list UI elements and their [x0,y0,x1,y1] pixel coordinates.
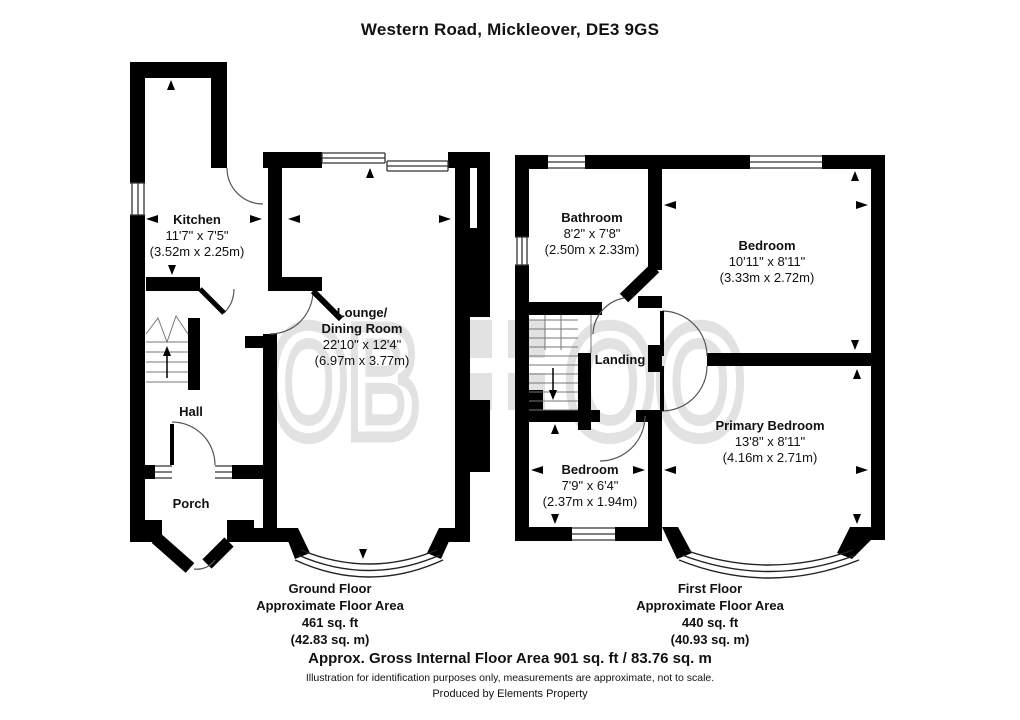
floor-name: First Floor [677,581,743,596]
first-floor-caption: First Floor Approximate Floor Area 440 s… [636,580,784,648]
floor-area-label: Approximate Floor Area [256,598,404,613]
door-leaves [170,287,664,465]
room-name: Primary Bedroom [715,418,825,433]
door-arcs [171,167,708,570]
room-name: Bathroom [561,210,623,225]
watermark-cross-v [492,320,508,410]
room-name: Hall [179,404,203,419]
room-dim-imperial: 8'2" x 7'8" [563,226,621,241]
bay-windows [294,549,860,579]
room-label-porch: Porch [173,496,210,512]
windows [130,152,822,541]
room-label-hall: Hall [179,404,203,420]
room-dim-metric: (3.52m x 2.25m) [149,244,245,259]
room-dim-metric: (4.16m x 2.71m) [722,450,818,465]
room-dim-metric: (3.33m x 2.72m) [719,270,815,285]
room-label-landing: Landing [595,352,646,368]
floor-area-label: Approximate Floor Area [636,598,784,613]
floor-area-m: (42.83 sq. m) [290,632,370,647]
disclaimer-text: Illustration for identification purposes… [305,672,715,684]
gross-area-text: Approx. Gross Internal Floor Area 901 sq… [308,650,712,667]
floor-area-m: (40.93 sq. m) [670,632,750,647]
room-label-kitchen: Kitchen 11'7" x 7'5" (3.52m x 2.25m) [150,212,245,260]
room-name: Porch [172,496,210,511]
stair-direction-arrows [163,346,557,400]
room-dim-imperial: 11'7" x 7'5" [165,228,229,243]
ground-floor-caption: Ground Floor Approximate Floor Area 461 … [256,580,404,648]
dimension-arrows [146,80,868,559]
watermark-left-letters: OB [270,292,420,471]
room-dim-metric: (6.97m x 3.77m) [314,353,410,368]
room-label-bathroom: Bathroom 8'2" x 7'8" (2.50m x 2.33m) [545,210,640,258]
room-label-bedroom-small: Bedroom 7'9" x 6'4" (2.37m x 1.94m) [543,462,638,510]
page-title: Western Road, Mickleover, DE3 9GS [360,20,660,39]
floor-name: Ground Floor [288,581,372,596]
room-label-bedroom-rear: Bedroom 10'11" x 8'11" (3.33m x 2.72m) [720,238,815,286]
room-dim-imperial: 22'10" x 12'4" [322,337,402,352]
room-label-lounge: Lounge/ Dining Room 22'10" x 12'4" (6.97… [315,305,410,369]
first-floor-walls [515,155,885,559]
ground-floor-walls [130,62,490,573]
produced-by-text: Produced by Elements Property [432,688,588,700]
floor-area-ft: 440 sq. ft [681,615,739,630]
room-dim-metric: (2.37m x 1.94m) [542,494,638,509]
room-name: Lounge/ Dining Room [321,305,403,336]
room-label-primary-bedroom: Primary Bedroom 13'8" x 8'11" (4.16m x 2… [715,418,824,466]
room-dim-imperial: 10'11" x 8'11" [728,254,806,269]
room-dim-metric: (2.50m x 2.33m) [544,242,640,257]
room-dim-imperial: 7'9" x 6'4" [561,478,619,493]
room-name: Bedroom [561,462,619,477]
room-name: Landing [594,352,646,367]
room-name: Kitchen [173,212,221,227]
room-dim-imperial: 13'8" x 8'11" [734,434,806,449]
floor-area-ft: 461 sq. ft [301,615,359,630]
room-name: Bedroom [738,238,796,253]
